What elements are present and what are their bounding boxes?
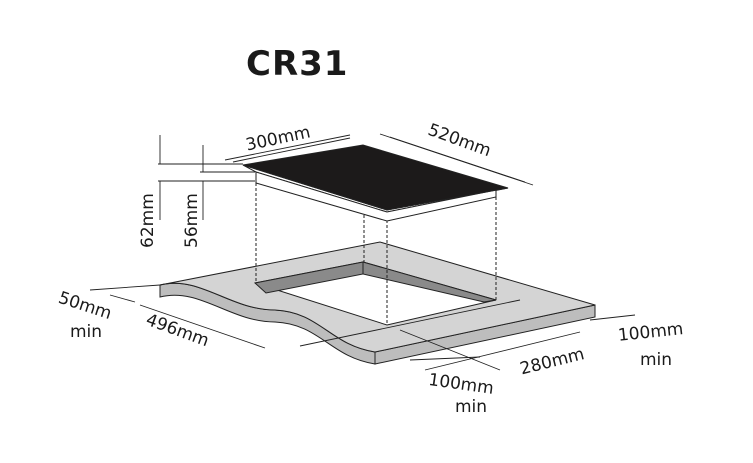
left-clearance-note: min: [70, 322, 103, 342]
model-title: CR31: [246, 44, 349, 84]
projection-lines: [255, 183, 497, 325]
front-clearance-note: min: [455, 397, 488, 417]
right-clearance-note: min: [640, 350, 673, 370]
countertop: [159, 241, 596, 365]
body-height-label: 56mm: [182, 193, 202, 248]
total-height-label: 62mm: [138, 193, 158, 248]
hob: [242, 144, 509, 222]
dimension-lines: [89, 133, 636, 371]
